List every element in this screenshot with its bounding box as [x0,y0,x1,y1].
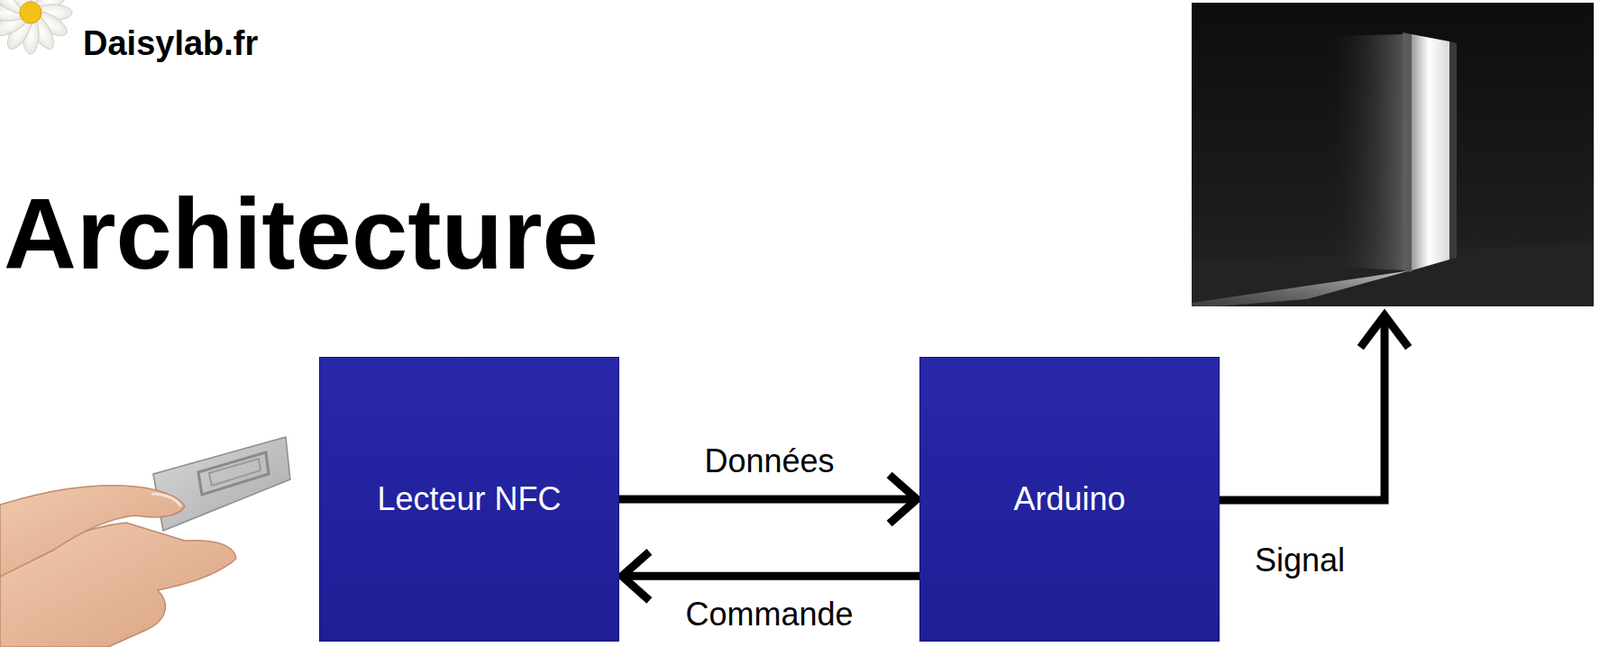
arrow-line [622,572,920,581]
data-arrow [619,477,917,522]
data-arrow [621,554,920,598]
daisy-icon [0,0,73,55]
open-door-picture [1191,2,1594,307]
box-label: Arduino [1013,479,1125,519]
edge-label: Commande [681,595,857,635]
signal-label: Signal [1254,540,1345,580]
process-box: Arduino [919,356,1220,642]
arrow-head [621,554,647,598]
page-title: Architecture [3,178,599,290]
arrow-head [892,477,917,522]
box-label: Lecteur NFC [376,479,561,519]
site-name: Daisylab.fr [82,23,258,65]
process-box: Lecteur NFC [319,356,620,642]
signal-wire [1219,315,1407,501]
edge-label: Données [700,441,838,481]
hand-with-card [0,437,291,647]
arrow-line [619,495,916,504]
